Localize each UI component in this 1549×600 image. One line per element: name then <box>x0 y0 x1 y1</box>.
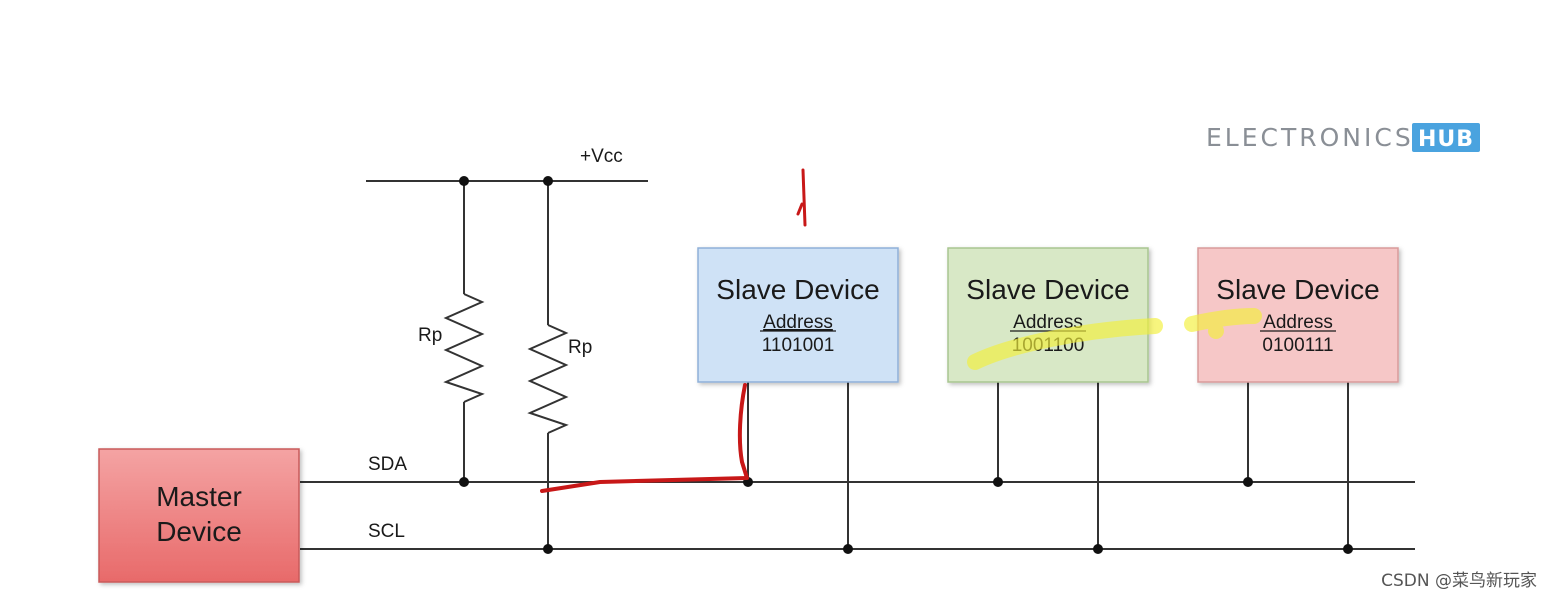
resistor-label-2: Rp <box>568 337 592 358</box>
logo-badge <box>1412 123 1480 152</box>
highlight-stroke-address-2 <box>967 318 1163 370</box>
highlight-blob <box>1208 323 1224 339</box>
highlight-stroke-address-3 <box>1184 308 1262 332</box>
sda-label: SDA <box>368 454 407 475</box>
slave-title: Slave Device <box>966 274 1129 305</box>
slave-address-label: Address <box>763 312 833 333</box>
pullup-resistor-sda <box>443 181 485 482</box>
master-label-line1: Master <box>156 481 242 512</box>
master-device: Master Device <box>98 448 300 583</box>
vcc-label: +Vcc <box>580 146 623 167</box>
slave-device-3: Slave Device Address 0100111 <box>1197 247 1399 383</box>
logo-badge-text: HUB <box>1418 127 1474 152</box>
slave-address-value: 1101001 <box>762 335 835 356</box>
slave-title: Slave Device <box>1216 274 1379 305</box>
resistor-label-1: Rp <box>418 325 442 346</box>
slave-device-2: Slave Device Address 1001100 <box>947 247 1149 383</box>
slave-address-value: 0100111 <box>1262 335 1333 356</box>
red-mark-top <box>796 168 807 227</box>
slave-address-label: Address <box>1013 312 1083 333</box>
slave-address-label: Address <box>1263 312 1333 333</box>
red-path-sda-highlight <box>540 383 749 493</box>
slave-title: Slave Device <box>716 274 879 305</box>
red-ink-annotations <box>540 168 807 493</box>
slave-device-1: Slave Device Address 1101001 <box>697 247 899 383</box>
electronics-hub-logo: ELECTRONICS HUB <box>1206 123 1480 152</box>
master-label-line2: Device <box>156 516 242 547</box>
scl-label: SCL <box>368 521 405 542</box>
csdn-watermark: CSDN @菜鸟新玩家 <box>1381 571 1537 591</box>
yellow-highlight-annotations <box>967 308 1262 370</box>
logo-text: ELECTRONICS <box>1206 123 1414 152</box>
pullup-resistor-scl <box>527 181 569 549</box>
